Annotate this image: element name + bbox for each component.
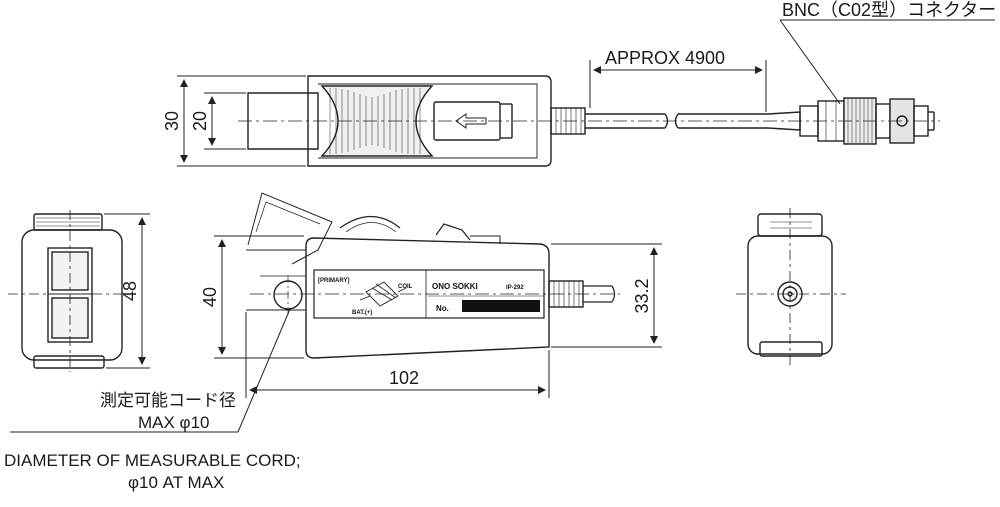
dim-20-label: 20 — [190, 111, 210, 131]
front-view — [246, 192, 620, 359]
right-side-view — [736, 208, 846, 366]
dim-48-label: 48 — [120, 281, 140, 301]
left-view-body — [21, 229, 123, 361]
plate-primary: [PRIMARY] — [318, 278, 349, 284]
plate-model: IP-292 — [506, 285, 524, 291]
left-side-view — [8, 210, 132, 372]
front-view-jaw — [246, 249, 307, 311]
plate-no: No. — [436, 304, 449, 313]
dim-40-label: 40 — [200, 287, 220, 307]
dim-102-label: 102 — [389, 368, 419, 388]
note-en-line2: φ10 AT MAX — [128, 473, 224, 492]
front-view-body — [305, 237, 550, 359]
top-view-jaw — [247, 92, 319, 150]
dim-33-2-label: 33.2 — [632, 278, 652, 313]
note-jp-line2: MAX φ10 — [138, 413, 210, 432]
bnc-connector-label: BNC（C02型）コネクター — [782, 0, 996, 20]
arrow-left-icon — [455, 113, 487, 129]
note-en-line1: DIAMETER OF MEASURABLE CORD; — [4, 451, 301, 470]
plate-coil: COIL — [398, 284, 413, 290]
serial-number-box — [462, 300, 540, 312]
approx-length-label: APPROX 4900 — [605, 48, 725, 68]
dim-30-label: 30 — [162, 111, 182, 131]
top-view-body — [307, 75, 552, 167]
plate-bat: BAT.(+) — [352, 310, 372, 316]
plate-brand: ONO SOKKI — [432, 282, 478, 291]
open-jaw-phantom — [247, 192, 333, 265]
note-jp-line1: 測定可能コード径 — [100, 391, 236, 410]
top-view — [238, 19, 995, 167]
